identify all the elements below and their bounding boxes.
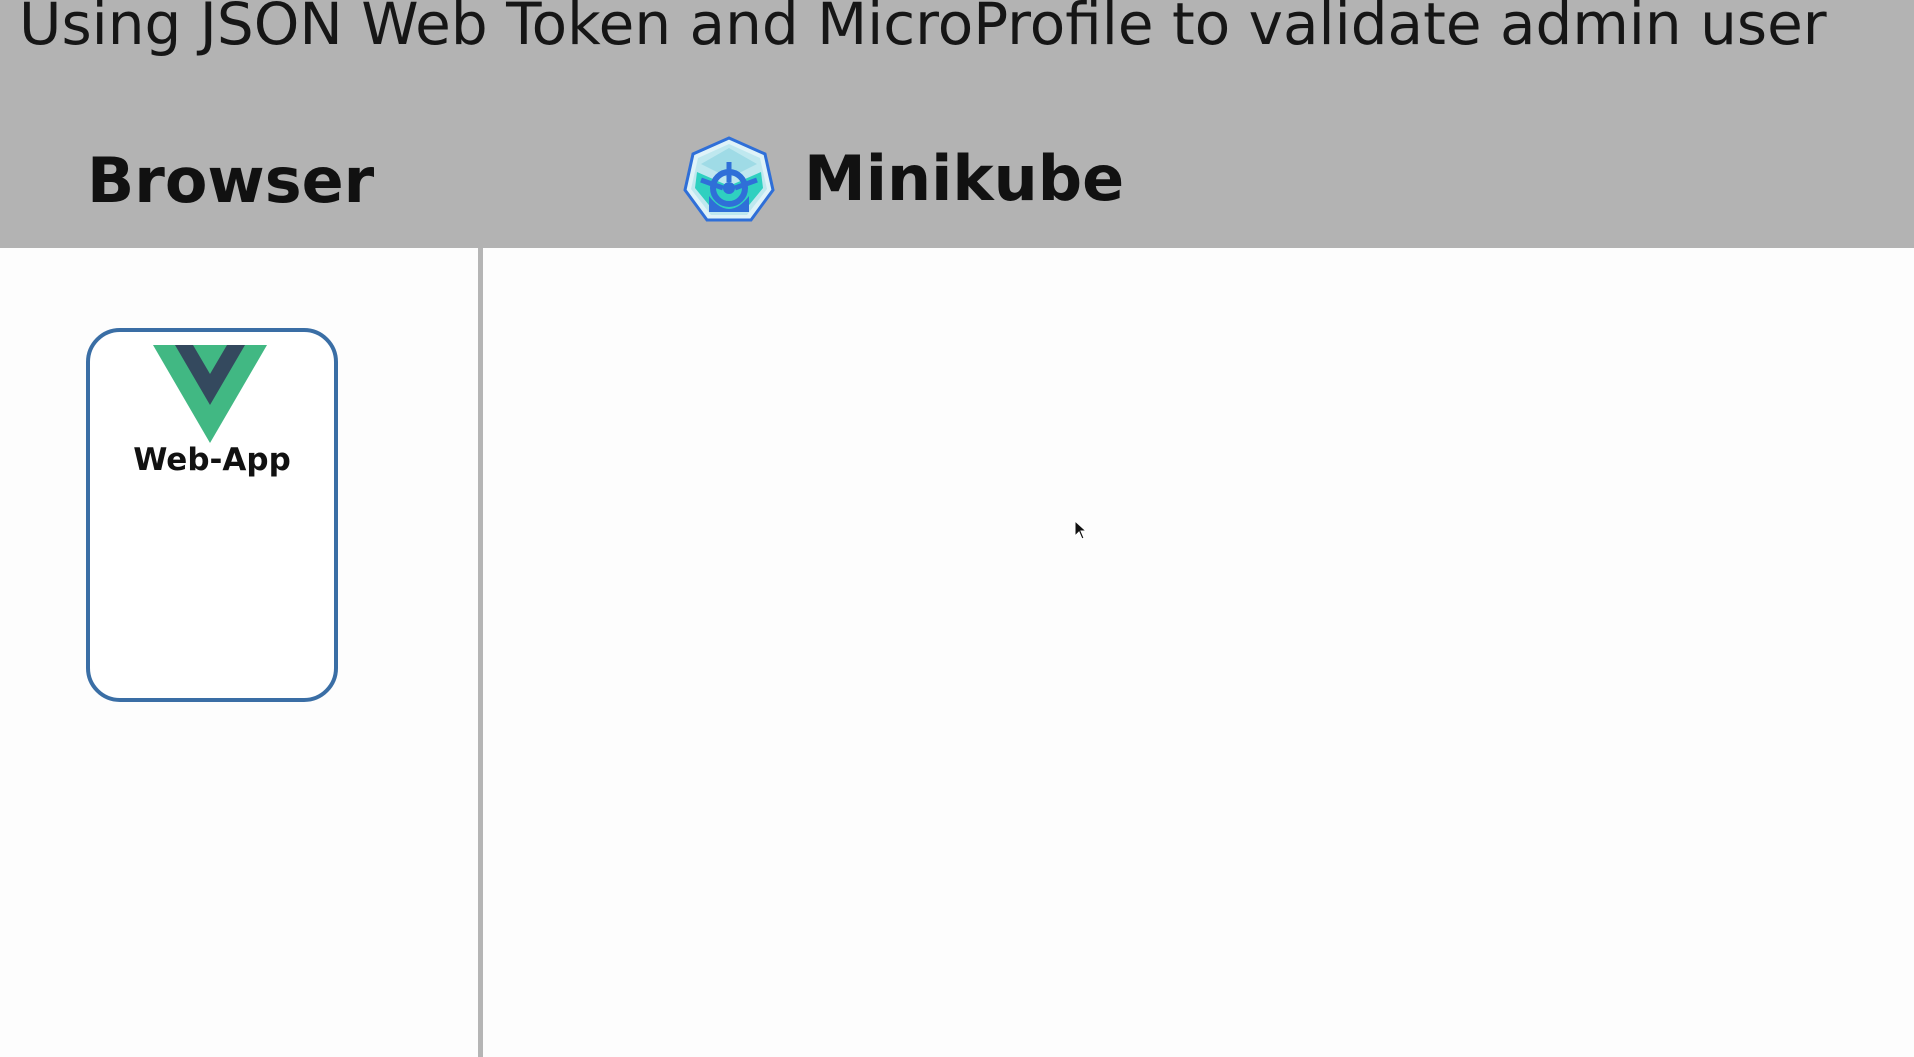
vue-logo-icon bbox=[153, 345, 267, 443]
minikube-column-heading: Minikube bbox=[804, 142, 1125, 215]
page-title: Using JSON Web Token and MicroProfile to… bbox=[19, 0, 1827, 58]
kubernetes-helm-icon bbox=[683, 136, 775, 222]
mouse-cursor-icon bbox=[1074, 520, 1088, 540]
web-app-component: Web-App bbox=[86, 328, 338, 702]
browser-column-heading: Browser bbox=[87, 144, 375, 217]
web-app-label: Web-App bbox=[133, 442, 291, 478]
header-band bbox=[0, 0, 1914, 248]
column-divider bbox=[478, 248, 483, 1057]
